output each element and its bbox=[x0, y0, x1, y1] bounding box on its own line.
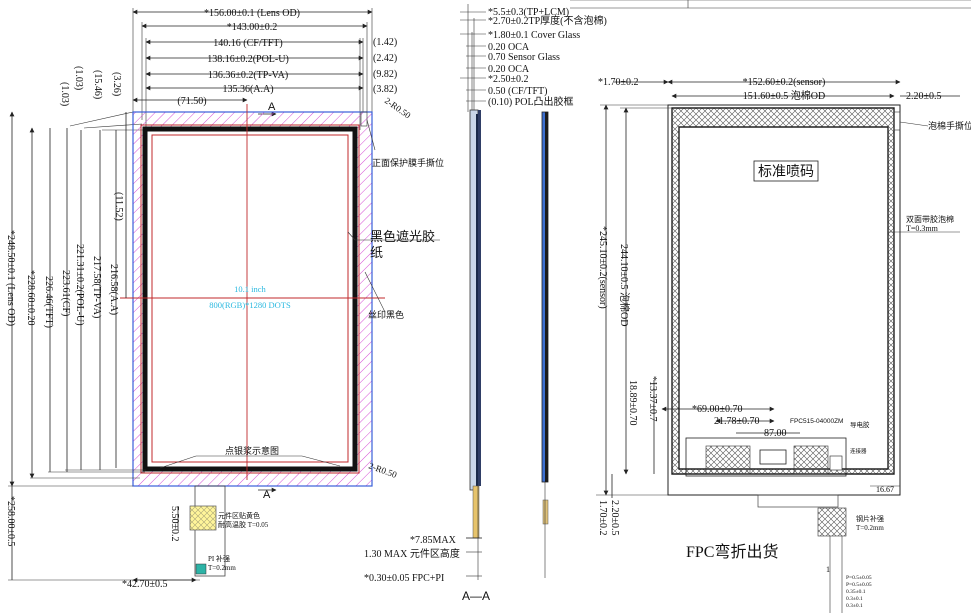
height-226-tft: 226.46(TFT) bbox=[43, 276, 54, 328]
pitch-1: P=0.5±0.05 bbox=[846, 575, 872, 581]
component-area-note-1: 元件区贴黄色 bbox=[218, 511, 260, 520]
panel-size-label: 10.1 inch bbox=[234, 284, 266, 294]
pitch-3: 0.35±0.1 bbox=[846, 589, 866, 595]
height-221-pol: 221.31±0.2(POL-U) bbox=[74, 244, 85, 326]
dim-1889: 18.89±0.70 bbox=[627, 380, 638, 426]
silk-black-label: 丝印黑色 bbox=[368, 309, 404, 320]
panel-resolution-label: 800(RGB)*1280 DOTS bbox=[209, 300, 291, 310]
fpc-offset-427: *42.70±0.5 bbox=[122, 579, 168, 590]
pi-note-2: T=0.2mm bbox=[208, 564, 236, 572]
pi-note-1: PI 补强 bbox=[208, 554, 230, 563]
stack-cover-glass: *1.80±0.1 Cover Glass bbox=[488, 30, 580, 41]
section-title: A—A bbox=[462, 589, 490, 603]
v-dim-103a: (1.03) bbox=[73, 66, 84, 90]
aa-outline bbox=[151, 134, 349, 463]
height-217-tpva: 217.58(TP-VA) bbox=[91, 256, 102, 318]
left-vertical-dimensions: *248.50±0.1 (Lens OD) *228.60±0.20 226.4… bbox=[5, 111, 146, 487]
stack-oca-1: 0.20 OCA bbox=[488, 42, 530, 53]
right-offset-142: (1.42) bbox=[373, 37, 397, 48]
fpc-bend-label: FPC弯折出货 bbox=[686, 543, 778, 561]
std-spray-box bbox=[753, 160, 819, 182]
pi-stiffener bbox=[195, 563, 207, 575]
stack-tp-thickness: *2.70±0.2TP厚度(不含泡棉) bbox=[488, 14, 607, 27]
stack-tp-lcm: *5.5±0.3(TP+LCM) bbox=[488, 7, 569, 18]
v-dim-326: (3.26) bbox=[111, 72, 122, 96]
height-216-aa: 216.58(A.A) bbox=[108, 264, 119, 315]
connector bbox=[759, 449, 787, 465]
dispense-note: 点银浆示意图 bbox=[225, 445, 279, 456]
component-height: 1.30 MAX 元件区高度 bbox=[364, 547, 460, 560]
v-dim-103b: (1.03) bbox=[59, 82, 70, 106]
fpc-part-number: FPC515-04000ZM bbox=[790, 418, 843, 425]
stack-sensor-glass: 0.70 Sensor Glass bbox=[488, 52, 560, 63]
back-right-220: 2.20±0.5 bbox=[906, 91, 942, 102]
steel-note-2: T=0.2mm bbox=[856, 524, 884, 532]
protect-film-tab bbox=[360, 111, 368, 127]
lens-od-width: *156.00±0.1 (Lens OD) bbox=[204, 8, 300, 19]
pol-width: 138.16±0.2(POL-U) bbox=[207, 54, 289, 65]
section-label-a-bottom: A bbox=[263, 489, 271, 501]
dim-2178: 21.78±0.70 bbox=[714, 416, 760, 427]
height-258: *258.00±0.5 bbox=[5, 496, 16, 547]
black-tape-label-1: 黑色遮光胶 bbox=[370, 229, 435, 244]
tape-foam-label-2: T=0.3mm bbox=[906, 224, 939, 233]
foam-tear-label: 泡棉手撕位 bbox=[928, 120, 971, 131]
pitch-4: 0.3±0.1 bbox=[846, 596, 863, 602]
cf-tft-width: 140.16 (CF/TFT) bbox=[213, 38, 282, 49]
corner-radius-top: 2-R0.50 bbox=[383, 95, 413, 120]
black-mask-border bbox=[142, 126, 358, 472]
foam-frame bbox=[671, 107, 895, 475]
front-view: *156.00±0.1 (Lens OD) *143.00±0.2 140.16… bbox=[5, 8, 444, 590]
v-dim-1546: (15.46) bbox=[92, 70, 103, 99]
protect-film-label: 正面保护膜手撕位 bbox=[372, 157, 444, 168]
sensor-width: *152.60±0.2(sensor) bbox=[743, 77, 826, 88]
width-143: *143.00±0.2 bbox=[227, 22, 278, 33]
stack-pol: (0.10) POL凸出胶框 bbox=[488, 95, 574, 108]
dim-220: 2.20±0.5 bbox=[609, 500, 620, 536]
section-view: *5.5±0.3(TP+LCM) *2.70±0.2TP厚度(不含泡棉) *1.… bbox=[364, 4, 607, 603]
fpc-pi-thickness: *0.30±0.05 FPC+PI bbox=[364, 573, 444, 584]
steel-stiffener bbox=[817, 507, 847, 537]
steel-note-1: 钢片补强 bbox=[856, 514, 884, 523]
cf-outline bbox=[140, 124, 360, 474]
height-223-cf: 223.61(CF) bbox=[60, 270, 71, 316]
aa-width: 135.36(A.A) bbox=[222, 84, 273, 95]
lens-od-height: *248.50±0.1 (Lens OD) bbox=[5, 230, 16, 326]
back-view: *1.70±0.2 *152.60±0.2(sensor) 151.60±0.5… bbox=[570, 0, 971, 613]
stack-cf-tft: 0.50 (CF/TFT) bbox=[488, 86, 547, 97]
connector-label: 连接器 bbox=[850, 447, 867, 455]
half-width: (71.50) bbox=[177, 96, 206, 107]
height-228: *228.60±0.20 bbox=[25, 270, 36, 326]
black-tape-label-2: 纸 bbox=[370, 245, 383, 260]
dim-1337: *13.37±0.7 bbox=[647, 376, 658, 422]
component-area-note-2: 耐高温胶 T=0.05 bbox=[218, 520, 269, 529]
stack-oca-2: 0.20 OCA bbox=[488, 64, 530, 75]
fpc-dim-550: 5.50±0.2 bbox=[169, 506, 180, 542]
tpva-width: 136.36±0.2(TP-VA) bbox=[208, 70, 288, 81]
right-offset-382: (3.82) bbox=[373, 84, 397, 95]
pitch-5: 0.3±0.1 bbox=[846, 603, 863, 609]
dim-87: 87.00 bbox=[764, 428, 787, 439]
tape-foam-label-1: 双面带胶泡棉 bbox=[906, 214, 954, 224]
fpc-tail bbox=[194, 485, 226, 577]
fpc-area bbox=[685, 437, 847, 477]
max-785: *7.85MAX bbox=[410, 535, 457, 546]
glue-label: 导电胶 bbox=[850, 420, 870, 429]
pitch-2: P=0.5±0.05 bbox=[846, 582, 872, 588]
std-spray-label: 标准喷码 bbox=[758, 164, 814, 180]
back-left-170: *1.70±0.2 bbox=[598, 77, 639, 88]
stack-lcm: *2.50±0.2 bbox=[488, 74, 529, 85]
dim-6900: *69.00±0.70 bbox=[692, 404, 743, 415]
foam-height: 244.10±0.5 泡棉OD bbox=[618, 244, 631, 326]
right-offset-982: (9.82) bbox=[373, 69, 397, 80]
section-label-a-top: A bbox=[268, 101, 276, 113]
v-dim-1152: (11.52) bbox=[113, 192, 124, 221]
foam-width: 151.60±0.5 泡棉OD bbox=[743, 89, 825, 102]
pin-one-label: 1 bbox=[826, 565, 830, 574]
right-offset-242: (2.42) bbox=[373, 53, 397, 64]
dim-1667: 16.67 bbox=[876, 485, 894, 494]
dim-170: 1.70±0.2 bbox=[597, 500, 608, 536]
sensor-height: *245.10±0.2(sensor) bbox=[597, 226, 608, 309]
